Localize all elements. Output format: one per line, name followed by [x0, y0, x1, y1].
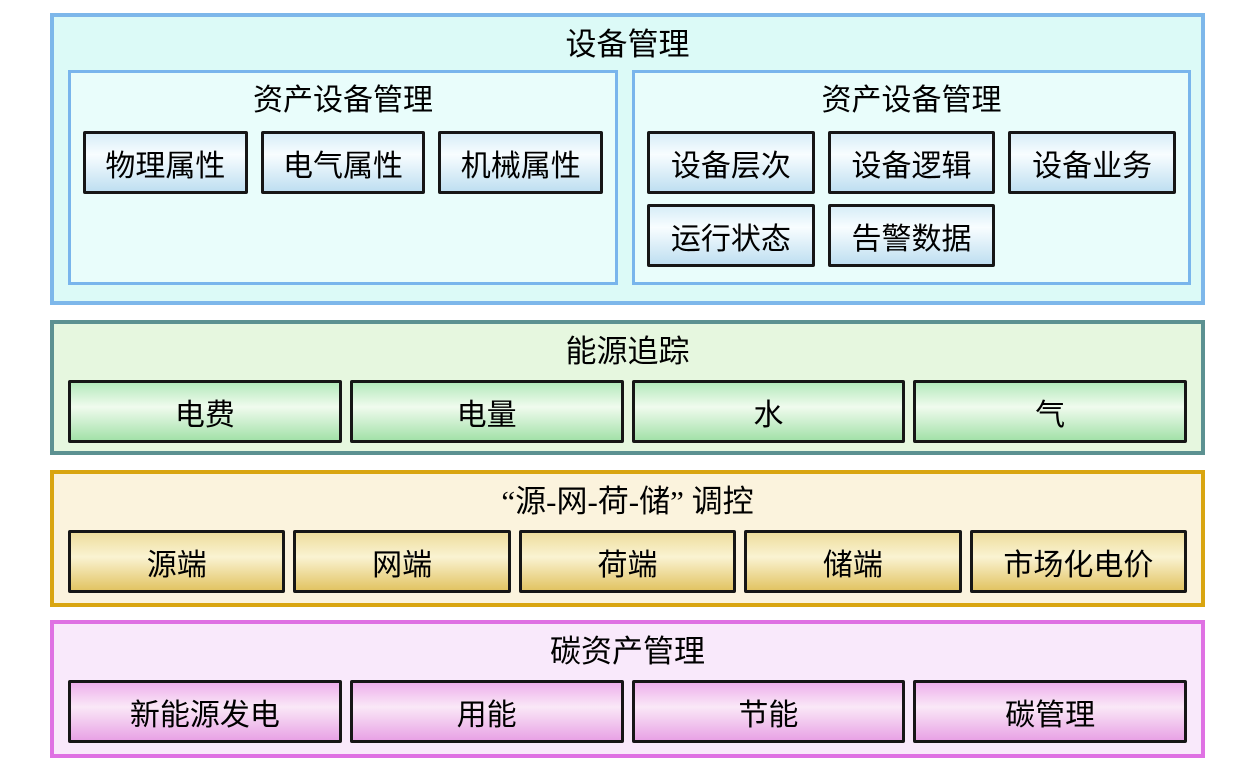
subbox-asset-device-data: 资产设备管理 设备层次 设备逻辑 设备业务 运行状态 告警数据 [632, 70, 1191, 285]
node-device-logic: 设备逻辑 [827, 131, 996, 194]
node-device-hierarchy: 设备层次 [647, 131, 815, 194]
node-mechanical-attributes: 机械属性 [438, 131, 604, 194]
node-electricity-quantity: 电量 [349, 380, 624, 443]
section-title-device-management: 设备管理 [565, 27, 690, 62]
node-energy-saving: 节能 [631, 680, 906, 743]
node-carbon-management: 碳管理 [913, 680, 1187, 743]
node-source-side: 源端 [68, 530, 286, 593]
node-new-energy-generation: 新能源发电 [68, 680, 342, 743]
node-electricity-fee: 电费 [68, 380, 342, 443]
node-device-business: 设备业务 [1008, 131, 1176, 194]
node-electrical-attributes: 电气属性 [260, 131, 426, 194]
node-operating-status: 运行状态 [647, 204, 815, 267]
regulation-node-row: 源端 网端 荷端 储端 市场化电价 [54, 521, 1201, 593]
node-gas: 气 [913, 380, 1187, 443]
device-data-node-grid: 设备层次 设备逻辑 设备业务 运行状态 告警数据 [635, 119, 1188, 267]
node-energy-use: 用能 [349, 680, 624, 743]
section-title-regulation: “源-网-荷-储” 调控 [501, 484, 754, 519]
energy-node-row: 电费 电量 水 气 [54, 371, 1201, 443]
subbox-title-asset-device-2: 资产设备管理 [821, 84, 1002, 117]
device-subboxes: 资产设备管理 物理属性 电气属性 机械属性 资产设备管理 设备层次 设备逻辑 设… [54, 64, 1201, 285]
section-carbon-asset-management: 碳资产管理 新能源发电 用能 节能 碳管理 [50, 620, 1205, 758]
node-market-electricity-price: 市场化电价 [969, 530, 1188, 593]
section-title-carbon-asset: 碳资产管理 [550, 634, 705, 669]
platform-architecture-diagram: 设备管理 资产设备管理 物理属性 电气属性 机械属性 资产设备管理 设备层次 设… [50, 13, 1205, 758]
subbox-title-asset-device: 资产设备管理 [253, 84, 434, 117]
node-water: 水 [631, 380, 906, 443]
section-source-grid-load-storage-regulation: “源-网-荷-储” 调控 源端 网端 荷端 储端 市场化电价 [50, 470, 1205, 607]
section-title-energy-tracking: 能源追踪 [565, 334, 690, 369]
node-grid-side: 网端 [293, 530, 511, 593]
node-physical-attributes: 物理属性 [83, 131, 248, 194]
attribute-node-grid: 物理属性 电气属性 机械属性 [71, 119, 615, 194]
subbox-asset-device-attributes: 资产设备管理 物理属性 电气属性 机械属性 [68, 70, 619, 285]
node-load-side: 荷端 [518, 530, 737, 593]
section-energy-tracking: 能源追踪 电费 电量 水 气 [50, 320, 1205, 455]
node-alarm-data: 告警数据 [827, 204, 996, 267]
section-device-management: 设备管理 资产设备管理 物理属性 电气属性 机械属性 资产设备管理 设备层次 设… [50, 13, 1205, 305]
node-storage-side: 储端 [744, 530, 962, 593]
carbon-node-row: 新能源发电 用能 节能 碳管理 [54, 671, 1201, 743]
